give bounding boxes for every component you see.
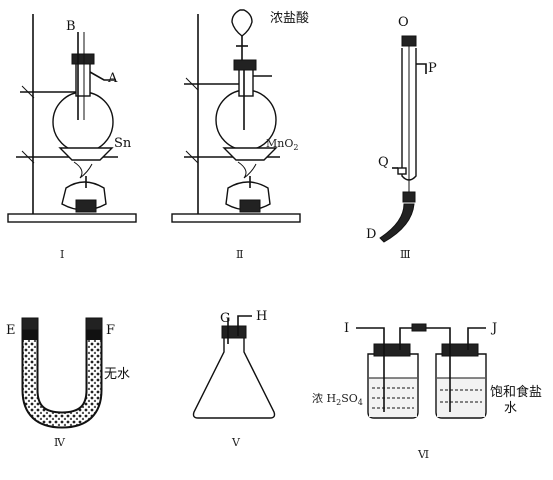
label-numeral-4: Ⅳ [54, 436, 66, 449]
alcohol-lamp-2 [225, 161, 271, 213]
label-conc-hcl: 浓盐酸 [270, 11, 309, 26]
apparatus-1: B A Sn Ⅰ [7, 14, 137, 261]
wash-bottle-brine [435, 353, 487, 419]
connector-6 [411, 323, 427, 332]
apparatus-4: E F 无水 Ⅳ [6, 317, 130, 449]
u-tube [21, 330, 103, 429]
tube-j [467, 327, 486, 350]
label-b: B [66, 19, 76, 34]
round-flask-1 [52, 59, 114, 153]
conical-flask [192, 334, 276, 419]
tube-i [356, 327, 385, 412]
stopper-6b [441, 343, 479, 357]
label-brine-2: 水 [504, 401, 517, 416]
stopper-5 [221, 325, 247, 339]
apparatus-5: G H Ⅴ [192, 309, 276, 449]
stand-base-1 [7, 213, 137, 223]
label-q: Q [378, 155, 389, 170]
label-numeral-2: Ⅱ [236, 248, 243, 261]
label-sn: Sn [114, 136, 132, 151]
alcohol-lamp-1 [61, 161, 107, 213]
stopper-f [85, 317, 103, 331]
apparatus-3: O P Q D Ⅲ [366, 15, 437, 261]
label-o: O [398, 15, 409, 30]
label-g: G [220, 311, 230, 326]
label-p: P [428, 61, 437, 76]
gauze-2 [222, 147, 278, 161]
label-h2so4: 浓 H2SO4 [312, 392, 363, 407]
side-tube-p [416, 63, 427, 74]
connector-3 [402, 191, 416, 203]
separatory-funnel [231, 9, 253, 62]
stand-base-2 [171, 213, 301, 223]
label-d: D [366, 227, 376, 242]
stopper-1 [71, 53, 95, 65]
apparatus-2: 浓盐酸 MnO2 Ⅱ [171, 9, 309, 261]
tube-h [237, 315, 252, 336]
condenser [397, 46, 417, 200]
gauze-1 [58, 147, 114, 161]
label-j: J [490, 321, 497, 336]
rubber-tube-d [379, 203, 415, 243]
stopper-o [401, 35, 417, 47]
label-numeral-1: Ⅰ [60, 248, 64, 261]
label-h: H [256, 309, 267, 324]
label-numeral-5: Ⅴ [231, 436, 241, 449]
label-e: E [6, 323, 16, 338]
label-mno2: MnO2 [266, 137, 298, 152]
label-brine-1: 饱和食盐 [490, 384, 542, 400]
label-i: I [344, 321, 349, 336]
label-numeral-6: Ⅵ [417, 448, 429, 461]
stopper-2 [233, 59, 257, 71]
label-a: A [107, 71, 118, 86]
side-tube-a [89, 71, 116, 81]
label-f: F [106, 323, 115, 338]
stopper-6a [373, 343, 411, 357]
stopper-e [21, 317, 39, 331]
wash-bottle-h2so4 [367, 353, 419, 419]
label-anhydrous: 无水 [104, 367, 130, 382]
apparatus-6: I J 浓 H2SO4 饱和食盐 水 Ⅵ [312, 321, 542, 461]
label-numeral-3: Ⅲ [400, 248, 411, 261]
